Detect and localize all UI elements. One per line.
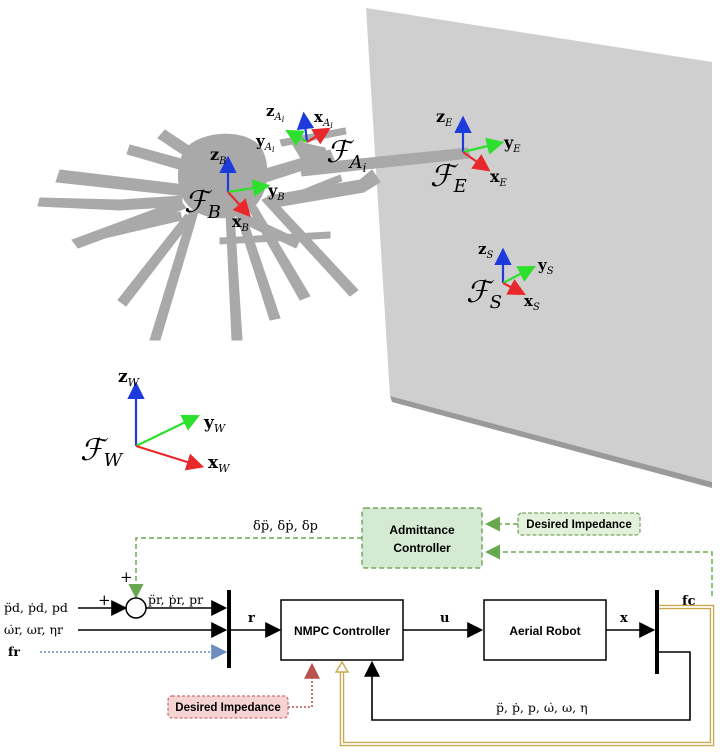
- end-effector-z-label: zE: [436, 107, 453, 129]
- body-frame: [219, 155, 271, 218]
- reference-mux-bar: [227, 590, 231, 668]
- arm-y-label: yAi: [255, 132, 275, 154]
- force-feedback-arrowhead: [334, 660, 350, 673]
- body-x-label: xB: [232, 212, 249, 234]
- impedance-to-nmpc-arrow: [288, 662, 320, 708]
- end-effector-y-label: yE: [503, 133, 521, 155]
- world-z-label: zW: [118, 367, 141, 389]
- reference-after-sum-label: p̈r, ṗr, pr: [148, 592, 203, 607]
- x-signal-label: x: [620, 611, 628, 626]
- surface-y-label: yS: [537, 256, 554, 277]
- world-frame-label: ℱW: [80, 433, 124, 471]
- delta-signal-label: δp̈, δṗ, δp: [253, 519, 318, 534]
- state-demux-bar: [655, 590, 659, 674]
- world-frame: [127, 381, 205, 471]
- r-signal-label: r: [248, 611, 255, 626]
- arm-frame-label: ℱAi: [326, 135, 367, 175]
- input-desired-position-label: p̈d, ṗd, pd: [4, 600, 68, 615]
- body-z-label: zB: [210, 145, 226, 167]
- end-effector-frame: [454, 115, 505, 172]
- admittance-label-line2: Controller: [393, 541, 451, 555]
- sum-plus-left: +: [98, 591, 111, 609]
- aerial-robot-silhouette: [37, 127, 471, 341]
- desired-impedance-top-label: Desired Impedance: [526, 519, 631, 531]
- force-feedback-to-admittance: [485, 544, 713, 596]
- summing-junction: [125, 597, 147, 619]
- aerial-robot-label: Aerial Robot: [509, 624, 580, 638]
- body-y-label: yB: [267, 181, 285, 203]
- admittance-controller-box: [361, 507, 483, 569]
- input-orientation-label: ω̇r, ωr, ηr: [4, 622, 63, 637]
- state-feedback-label: p̈, ṗ, p, ω̇, ω, η: [496, 700, 588, 715]
- world-y-label: yW: [203, 413, 227, 435]
- nmpc-controller-label: NMPC Controller: [294, 624, 390, 638]
- desired-impedance-bottom-label: Desired Impedance: [175, 702, 280, 714]
- force-feedback-inner: [341, 606, 713, 745]
- admittance-to-sum-arrow: [128, 537, 362, 599]
- admittance-label-line1: Admittance: [389, 523, 455, 537]
- input-force-reference-label: fr: [8, 644, 20, 659]
- frame-labels: ℱW zW yW xW ℱB zB yB xB ℱAi zAi xAi yAi …: [80, 102, 554, 475]
- surface-z-label: zS: [478, 240, 494, 261]
- surface-x-label: xS: [524, 292, 540, 313]
- arm-x-label: xAi: [314, 108, 333, 130]
- arm-z-label: zAi: [266, 102, 285, 124]
- world-x-label: xW: [208, 453, 231, 475]
- control-block-diagram: Admittance Controller Desired Impedance …: [4, 507, 715, 747]
- contact-surface-wall: [366, 8, 712, 488]
- u-signal-label: u: [440, 611, 449, 626]
- surface-frame: [494, 247, 536, 296]
- aerial-robot-box: [483, 599, 607, 661]
- state-feedback-line: [364, 651, 691, 721]
- arm-frame: [285, 111, 331, 147]
- sum-plus-top: +: [120, 568, 133, 586]
- end-effector-x-label: xE: [490, 167, 508, 189]
